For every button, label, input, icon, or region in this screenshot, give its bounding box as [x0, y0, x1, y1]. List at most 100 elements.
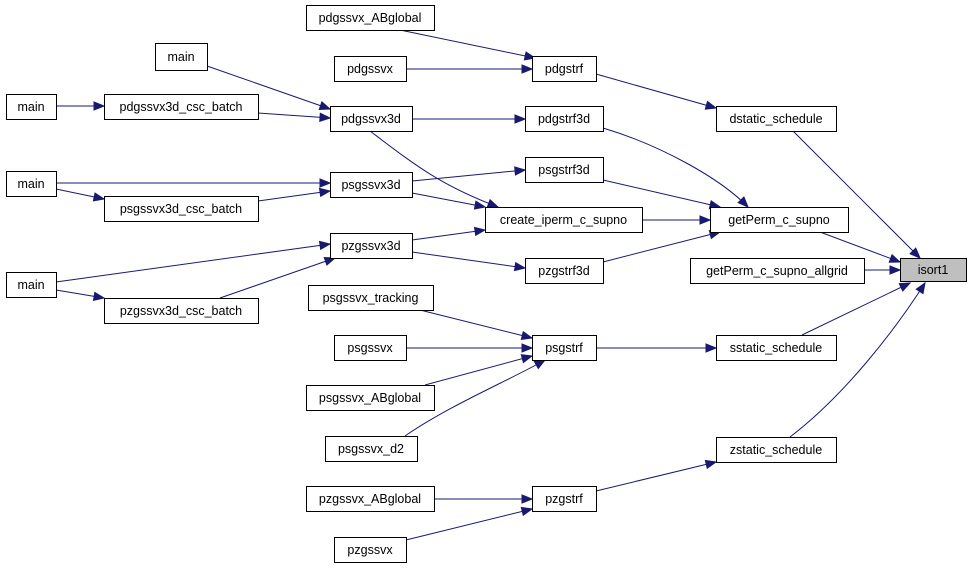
arrowhead-icon	[92, 291, 106, 301]
node-zstatic-schedule[interactable]: zstatic_schedule	[716, 437, 837, 463]
arrowhead-icon	[888, 253, 902, 263]
edge-pzgssvx3d-to-pzgstrf3d	[411, 251, 527, 272]
node-label: dstatic_schedule	[729, 112, 822, 126]
edge-pzgstrf3d-to-getPerm_c_supno	[602, 230, 722, 263]
arrowhead-icon	[520, 354, 534, 364]
edge-main_pd-to-pdgssvx3d_csc_batch	[56, 101, 106, 111]
arrowhead-icon	[520, 506, 534, 517]
node-label: pdgssvx3d	[341, 112, 401, 126]
edge-psgssvx-to-psgstrf	[406, 343, 534, 353]
node-pdgstrf3d[interactable]: pdgstrf3d	[525, 106, 604, 132]
edge-line	[257, 112, 331, 119]
arrowhead-icon	[319, 112, 332, 122]
edge-psgssvx_tracking-to-psgstrf	[419, 309, 534, 341]
node-getPerm-c-supno-allgrid[interactable]: getPerm_c_supno_allgrid	[690, 258, 865, 284]
node-box	[710, 207, 849, 233]
arrowhead-icon	[319, 178, 332, 188]
edge-pdgssvx_ABglobal-to-pdgstrf	[399, 29, 537, 61]
node-box	[325, 436, 418, 462]
node-main-pz[interactable]: main	[6, 272, 57, 298]
node-pdgssvx[interactable]: pdgssvx	[334, 56, 407, 82]
node-pzgssvx3d-csc-batch[interactable]: pzgssvx3d_csc_batch	[104, 298, 259, 324]
arrowhead-icon	[513, 261, 527, 272]
node-pdgssvx-ABglobal[interactable]: pdgssvx_ABglobal	[306, 5, 435, 31]
node-pzgssvx[interactable]: pzgssvx	[334, 537, 407, 563]
node-sstatic-schedule[interactable]: sstatic_schedule	[716, 335, 837, 361]
node-psgssvx[interactable]: psgssvx	[334, 335, 407, 361]
node-label: psgssvx3d	[341, 178, 400, 192]
node-getPerm-c-supno[interactable]: getPerm_c_supno	[710, 207, 849, 233]
node-create-iperm-c-supno[interactable]: create_iperm_c_supno	[485, 207, 643, 233]
node-pdgstrf[interactable]: pdgstrf	[532, 56, 597, 82]
arrowhead-icon	[323, 256, 337, 266]
node-psgssvx3d[interactable]: psgssvx3d	[330, 172, 413, 198]
node-main-top[interactable]: main	[155, 43, 208, 71]
arrowhead-icon	[533, 359, 547, 370]
node-psgstrf3d[interactable]: psgstrf3d	[525, 157, 604, 183]
arrowhead-icon	[898, 282, 912, 292]
arrowhead-icon	[909, 247, 921, 259]
node-pdgssvx3d[interactable]: pdgssvx3d	[330, 106, 413, 132]
node-pdgssvx3d-csc-batch[interactable]: pdgssvx3d_csc_batch	[104, 94, 259, 120]
node-psgssvx-ABglobal[interactable]: psgssvx_ABglobal	[306, 385, 435, 411]
node-box	[6, 272, 57, 298]
node-box	[104, 298, 259, 324]
node-pzgstrf[interactable]: pzgstrf	[532, 486, 597, 512]
arrowhead-icon	[699, 215, 712, 225]
node-main-ps[interactable]: main	[6, 171, 57, 197]
node-box	[334, 537, 407, 563]
nodes-layer: isort1 dstatic_schedule getPerm_c_supnoget…	[6, 5, 967, 563]
node-label: psgssvx_ABglobal	[319, 391, 421, 405]
node-box	[532, 335, 597, 361]
edge-psgssvx3d-to-psgstrf3d	[411, 166, 527, 182]
arrowhead-icon	[473, 200, 487, 210]
node-box	[306, 5, 435, 31]
node-box	[104, 196, 259, 222]
arrowhead-icon	[92, 192, 106, 202]
edge-line	[602, 231, 721, 263]
arrowhead-icon	[737, 196, 749, 208]
node-dstatic-schedule[interactable]: dstatic_schedule	[716, 106, 837, 132]
node-label: pzgssvx_ABglobal	[319, 492, 421, 506]
edge-line	[801, 282, 911, 336]
edge-main_top-to-pdgssvx3d	[206, 65, 332, 111]
node-label: psgssvx_d2	[338, 442, 404, 456]
edge-line	[411, 251, 526, 269]
edge-pzgssvx-to-pzgstrf	[405, 506, 534, 541]
node-label: sstatic_schedule	[730, 341, 822, 355]
edge-sstatic_schedule-to-isort1	[801, 282, 912, 336]
node-psgssvx-d2[interactable]: psgssvx_d2	[325, 436, 418, 462]
node-box	[308, 285, 434, 311]
node-label: psgstrf	[545, 341, 583, 355]
arrowhead-icon	[521, 494, 534, 504]
node-box	[306, 486, 435, 512]
edge-create_iperm_c_supno-to-getPerm_c_supno	[642, 215, 712, 225]
arrowhead-icon	[486, 198, 500, 208]
node-box	[716, 437, 837, 463]
edge-pdgssvx3d_csc_batch-to-pdgssvx3d	[257, 112, 332, 122]
node-isort1[interactable]: isort1	[900, 258, 967, 282]
edges-layer	[55, 29, 926, 541]
edge-main_pz-to-pzgssvx3d	[55, 240, 332, 283]
node-psgssvx-tracking[interactable]: psgssvx_tracking	[308, 285, 434, 311]
node-label: pzgssvx3d_csc_batch	[120, 304, 242, 318]
edge-pdgstrf-to-dstatic_schedule	[595, 73, 718, 110]
edge-pdgssvx3d-to-pdgstrf3d	[412, 114, 527, 124]
node-label: pdgstrf	[545, 62, 584, 76]
edge-getPerm_c_supno-to-isort1	[819, 231, 902, 263]
node-pzgssvx3d[interactable]: pzgssvx3d	[330, 233, 413, 259]
edge-pzgstrf-to-zstatic_schedule	[595, 459, 718, 492]
node-psgssvx3d-csc-batch[interactable]: psgssvx3d_csc_batch	[104, 196, 259, 222]
node-box	[690, 258, 865, 284]
arrowhead-icon	[514, 166, 527, 176]
node-psgstrf[interactable]: psgstrf	[532, 335, 597, 361]
node-box	[330, 233, 413, 259]
edge-main_pz-to-pzgssvx3d_csc_batch	[55, 289, 106, 301]
node-main-pd[interactable]: main	[6, 94, 57, 120]
node-label: pzgssvx3d	[341, 239, 400, 253]
node-pzgstrf3d[interactable]: pzgstrf3d	[525, 258, 604, 284]
node-pzgssvx-ABglobal[interactable]: pzgssvx_ABglobal	[306, 486, 435, 512]
edge-dstatic_schedule-to-isort1	[792, 130, 921, 259]
edge-psgssvx3d-to-create_iperm_c_supno	[411, 192, 487, 210]
edge-line	[404, 359, 546, 437]
